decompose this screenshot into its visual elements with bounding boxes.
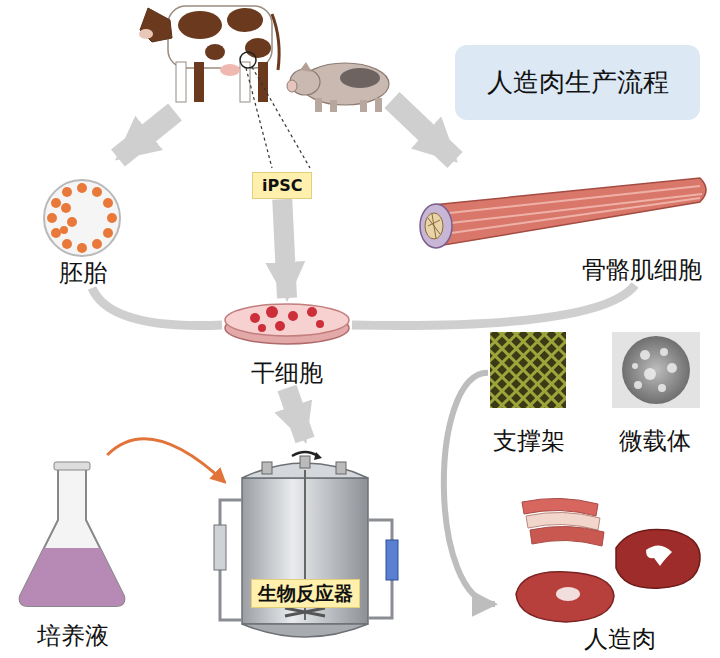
material-node: 微载体	[606, 328, 704, 456]
reactor-node: 生物反应器	[225, 440, 385, 652]
embryo-figure	[44, 180, 120, 256]
cow	[139, 6, 279, 102]
node-label: 干细胞	[251, 359, 323, 388]
flask-figure	[20, 462, 125, 606]
flow-arrow	[92, 288, 222, 326]
process-node: 干细胞	[222, 298, 352, 388]
source-arrow	[118, 112, 175, 158]
muscle-figure	[420, 178, 706, 248]
source-arrow	[392, 100, 455, 160]
source-node: 胚胎	[38, 176, 128, 288]
node-label: iPSC	[262, 176, 302, 195]
flow-arrow	[444, 373, 495, 604]
source-node: 骨骼肌细胞	[410, 170, 710, 285]
node-label: 胚胎	[59, 259, 107, 288]
flow-arrow	[287, 388, 305, 440]
flow-arrow	[282, 199, 287, 298]
product-node: 人造肉	[495, 488, 705, 654]
microcarrier-figure	[612, 332, 700, 408]
material-node: 支撑架	[488, 328, 570, 456]
leader-line	[246, 67, 310, 168]
meat-figure	[516, 498, 700, 622]
flow-arrow	[352, 285, 635, 326]
node-label: 支撑架	[493, 427, 565, 456]
node-label: 微载体	[619, 427, 691, 456]
node-label: 培养液	[37, 622, 109, 651]
pig	[287, 62, 389, 112]
input-node: 培养液	[16, 455, 130, 651]
petri-dish	[225, 304, 349, 344]
title-text: 人造肉生产流程	[487, 65, 669, 100]
node-label: 骨骼肌细胞	[582, 256, 702, 285]
scaffold-figure	[490, 332, 566, 408]
bioreactor-figure	[214, 452, 398, 637]
source-tag: iPSC	[252, 172, 312, 199]
flow-arrow	[107, 439, 225, 483]
node-label: 生物反应器	[251, 579, 360, 608]
node-label: 人造肉	[584, 625, 656, 654]
title-box: 人造肉生产流程	[455, 45, 700, 120]
